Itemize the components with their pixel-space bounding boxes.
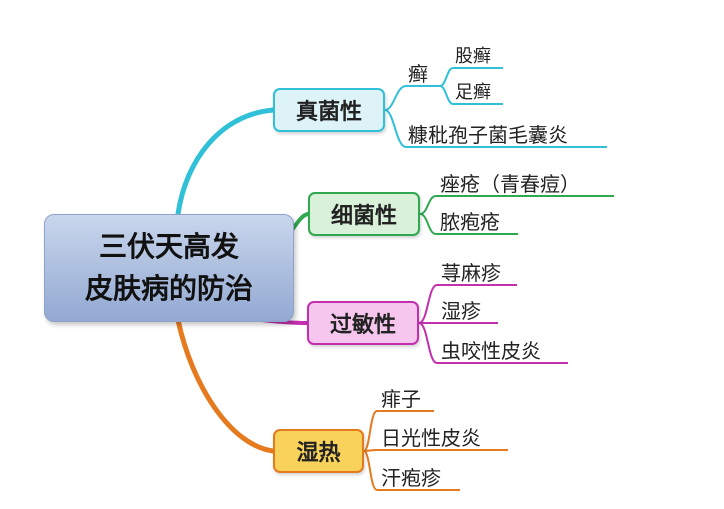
root-topic: 三伏天高发 皮肤病的防治 <box>44 214 294 322</box>
branch-allergic: 过敏性 <box>307 301 419 345</box>
leaf-solar-dermatitis: 日光性皮炎 <box>381 426 481 450</box>
leaf-dyshidrosis: 汗疱疹 <box>381 466 441 490</box>
leaf-folliculitis: 糠秕孢子菌毛囊炎 <box>408 123 568 147</box>
line-fungal-tinea-cruris <box>439 67 503 87</box>
line-bacterial-acne <box>419 195 614 215</box>
leaf-tinea-pedis: 足癣 <box>455 82 491 103</box>
branch-allergic-label: 过敏性 <box>329 313 396 338</box>
leaf-eczema: 湿疹 <box>441 299 481 323</box>
trunk-curve-fungal <box>175 107 276 217</box>
line-damp-dyshidrosis <box>363 450 460 491</box>
leaf-acne: 痤疮（青春痘） <box>440 172 580 196</box>
line-damp-solar <box>363 449 508 452</box>
leaf-miliaria: 痱子 <box>381 387 421 411</box>
line-fungal-folliculitis <box>384 109 607 148</box>
branch-fungal-label: 真菌性 <box>295 100 362 125</box>
branch-bacterial: 细菌性 <box>308 192 420 236</box>
line-damp-miliaria <box>363 410 434 452</box>
root-title-line1: 三伏天高发 <box>98 230 239 263</box>
leaf-impetigo: 脓疱疮 <box>440 210 500 234</box>
branch-damp-heat: 湿热 <box>273 429 364 473</box>
line-allergic-insect <box>418 322 568 364</box>
branch-damp-heat-label: 湿热 <box>296 441 341 466</box>
root-title-line2: 皮肤病的防治 <box>84 272 253 305</box>
leaf-urticaria: 荨麻疹 <box>441 261 501 285</box>
leaf-insect-dermatitis: 虫咬性皮炎 <box>441 339 541 363</box>
trunk-curve-damp <box>175 317 276 454</box>
line-fungal-tinea <box>384 85 440 111</box>
branch-fungal: 真菌性 <box>273 88 385 132</box>
line-fungal-tinea-pedis <box>439 85 503 105</box>
line-bacterial-impetigo <box>419 213 518 235</box>
leaf-tinea-cruris: 股癣 <box>455 46 491 67</box>
branch-bacterial-label: 细菌性 <box>330 204 397 229</box>
line-allergic-urticaria <box>418 284 517 324</box>
trunk-curve-bacterial <box>290 212 310 232</box>
leaf-tinea: 癣 <box>408 62 428 86</box>
